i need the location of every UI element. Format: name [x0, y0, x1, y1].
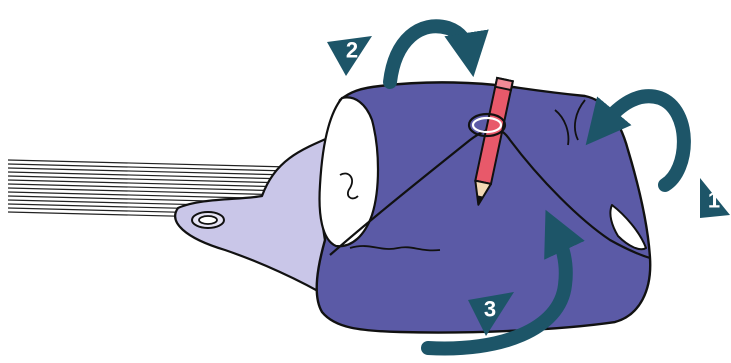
step-3-label: 3 [484, 297, 496, 322]
curved-arrow-icon [390, 26, 470, 82]
step-1-badge: 1 [700, 178, 730, 218]
step-2-badge: 2 [327, 36, 372, 76]
wrapped-object-left [320, 97, 378, 246]
grommet-icon [192, 212, 224, 228]
step-1-label: 1 [708, 188, 720, 213]
step-2-label: 2 [346, 38, 358, 63]
